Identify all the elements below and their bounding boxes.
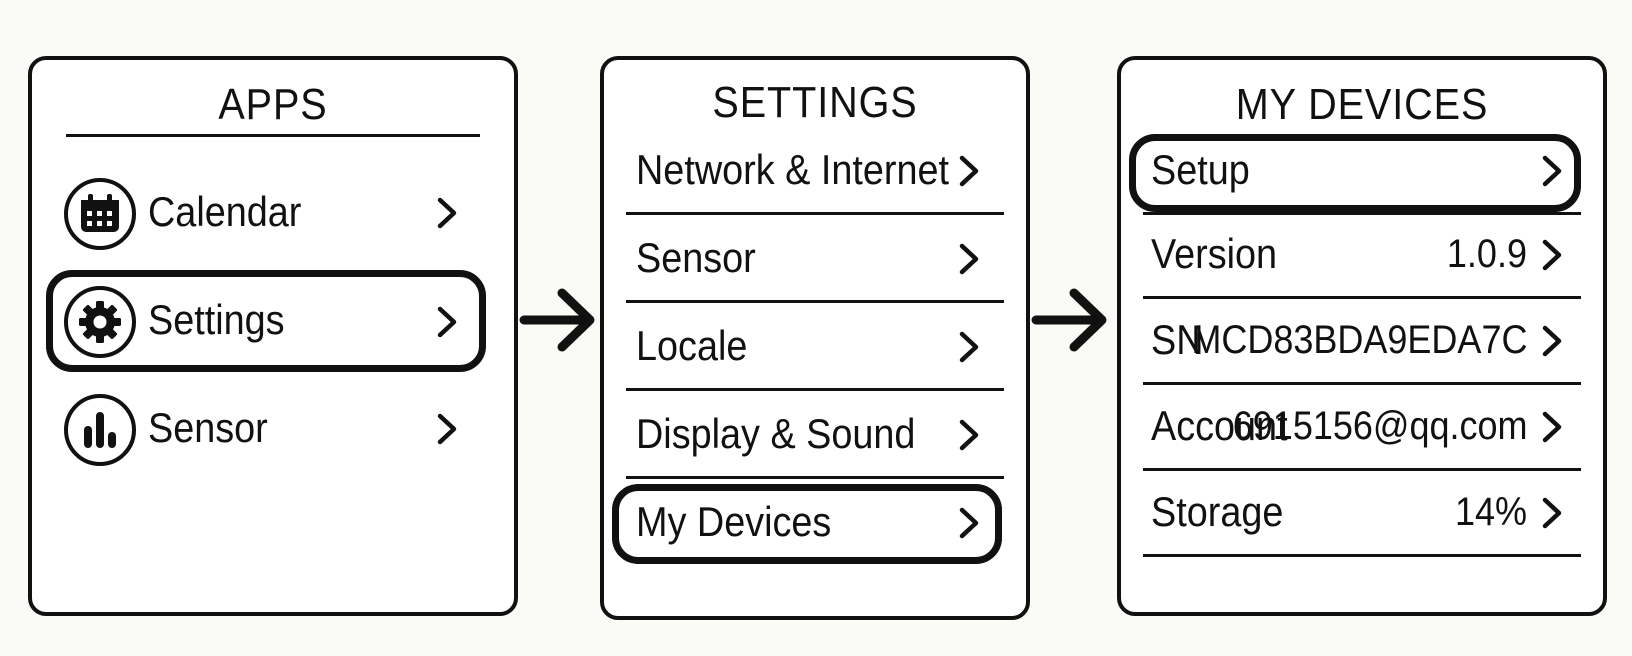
selection-highlight bbox=[46, 270, 486, 372]
chevron-right-icon bbox=[432, 196, 462, 230]
settings-item-label: Locale bbox=[636, 322, 748, 369]
device-item-value: MCD83BDA9EDA7C bbox=[1190, 318, 1527, 362]
device-item-label: Version bbox=[1151, 230, 1278, 277]
device-item-value: 14% bbox=[1454, 490, 1527, 534]
my-devices-title: MY DEVICES bbox=[1235, 80, 1489, 129]
gear-icon bbox=[64, 286, 136, 358]
settings-divider bbox=[626, 300, 1004, 303]
settings-item-label: Network & Internet bbox=[636, 146, 950, 193]
devices-divider bbox=[1143, 212, 1581, 215]
chevron-right-icon bbox=[1537, 154, 1567, 188]
apps-panel: APPS Calendar bbox=[28, 56, 518, 616]
devices-divider bbox=[1143, 554, 1581, 557]
chevron-right-icon bbox=[432, 412, 462, 446]
bar-chart-icon bbox=[64, 394, 136, 466]
calendar-icon bbox=[64, 178, 136, 250]
settings-divider bbox=[626, 212, 1004, 215]
app-item-label: Calendar bbox=[148, 188, 302, 235]
device-item-label: Account bbox=[1151, 402, 1288, 449]
my-devices-panel: MY DEVICES Setup Version 1.0.9 SN MCD83B… bbox=[1117, 56, 1607, 616]
settings-item-label: My Devices bbox=[636, 498, 832, 545]
chevron-right-icon bbox=[954, 418, 984, 452]
chevron-right-icon bbox=[432, 305, 462, 339]
settings-item-label: Display & Sound bbox=[636, 410, 916, 457]
chevron-right-icon bbox=[1537, 410, 1567, 444]
selection-highlight bbox=[612, 484, 1002, 564]
apps-title: APPS bbox=[218, 80, 328, 129]
devices-divider bbox=[1143, 382, 1581, 385]
apps-title-divider bbox=[66, 134, 480, 137]
device-item-value: 6915156@qq.com bbox=[1232, 404, 1527, 448]
device-item-label: Storage bbox=[1151, 488, 1284, 535]
arrow-right-icon bbox=[1030, 285, 1110, 355]
settings-panel: SETTINGS Network & Internet Sensor Local… bbox=[600, 56, 1030, 620]
device-item-label: SN bbox=[1151, 316, 1204, 363]
chevron-right-icon bbox=[954, 154, 984, 188]
chevron-right-icon bbox=[954, 242, 984, 276]
settings-item-label: Sensor bbox=[636, 234, 756, 281]
chevron-right-icon bbox=[1537, 496, 1567, 530]
settings-divider bbox=[626, 476, 1004, 479]
selection-highlight bbox=[1129, 134, 1581, 212]
device-item-label: Setup bbox=[1151, 146, 1250, 193]
device-item-value: 1.0.9 bbox=[1446, 232, 1527, 276]
devices-divider bbox=[1143, 468, 1581, 471]
chevron-right-icon bbox=[954, 330, 984, 364]
arrow-right-icon bbox=[518, 285, 598, 355]
settings-title: SETTINGS bbox=[712, 78, 918, 127]
chevron-right-icon bbox=[954, 506, 984, 540]
app-item-label: Sensor bbox=[148, 404, 268, 451]
settings-divider bbox=[626, 388, 1004, 391]
devices-divider bbox=[1143, 296, 1581, 299]
app-item-label: Settings bbox=[148, 296, 285, 343]
chevron-right-icon bbox=[1537, 324, 1567, 358]
chevron-right-icon bbox=[1537, 238, 1567, 272]
